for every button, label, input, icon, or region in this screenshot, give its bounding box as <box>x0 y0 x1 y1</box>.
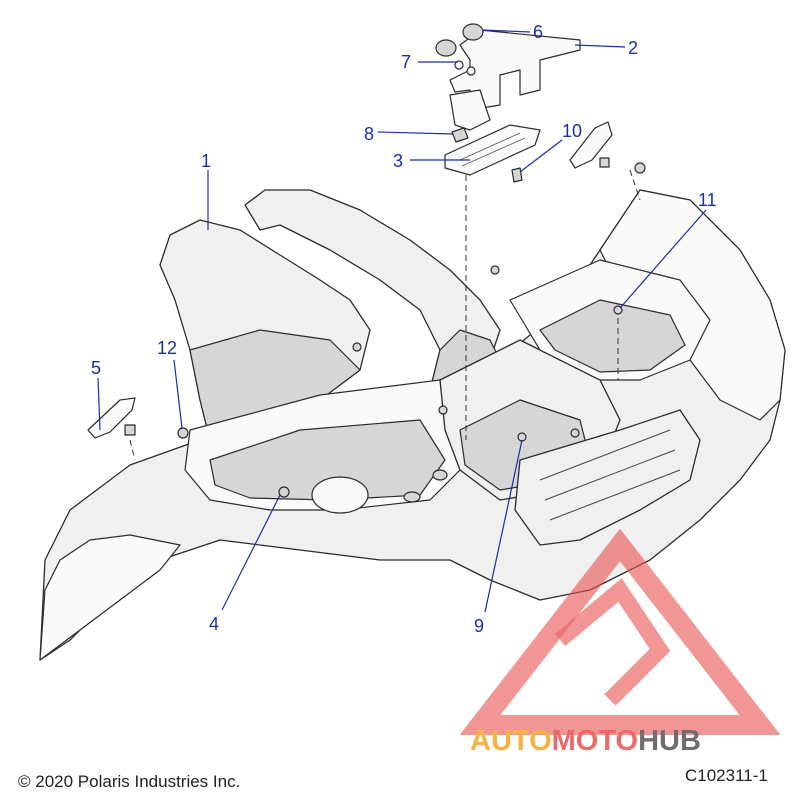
callout-11: 11 <box>698 190 717 210</box>
screw-right-top <box>634 162 646 174</box>
fender-left-curl <box>39 534 181 661</box>
screw-4 <box>278 486 290 498</box>
tray-cover-plate <box>444 124 541 176</box>
automotohub-watermark: AUTOMOTOHUB <box>459 528 781 757</box>
callout-9: 9 <box>474 616 484 636</box>
rubber-bumper-left <box>435 39 457 57</box>
rail-line-2 <box>544 449 676 501</box>
mount-bracket <box>449 29 581 111</box>
watermark-word-auto: AUTO <box>470 725 552 757</box>
bracket-screw-1 <box>454 60 464 70</box>
leader-5 <box>97 377 101 431</box>
leader-6 <box>482 29 531 33</box>
svg-text:AUTOMOTOHUB: AUTOMOTOHUB <box>470 725 701 757</box>
callout-10: 10 <box>562 121 582 141</box>
screw-center-top <box>490 265 500 275</box>
left-hook-fastener <box>124 424 136 436</box>
rail-line-1 <box>539 429 671 481</box>
grommet-left <box>403 491 421 503</box>
callout-1: 1 <box>201 151 211 171</box>
right-lower-rail <box>514 409 701 546</box>
callout-12: 12 <box>157 338 177 358</box>
leader-lines <box>97 29 707 613</box>
leader-10 <box>519 139 563 173</box>
callout-3: 3 <box>393 151 403 171</box>
storage-box-right-floor <box>539 299 686 373</box>
leader-9 <box>484 439 523 613</box>
watermark-inner-mark <box>554 578 671 706</box>
rubber-bumper-right <box>462 23 484 41</box>
screw-9 <box>517 432 527 442</box>
watermark-word-hub: HUB <box>638 725 701 757</box>
screw-left-upper <box>352 342 362 352</box>
bracket-assembly <box>435 23 581 183</box>
grommet-center <box>432 469 448 481</box>
callout-5: 5 <box>91 358 101 378</box>
callout-8: 8 <box>364 124 374 144</box>
callout-4: 4 <box>209 614 219 634</box>
screw-center <box>438 405 448 415</box>
latch-clip <box>451 127 469 143</box>
leader-2 <box>574 44 626 48</box>
callout-6: 6 <box>533 22 543 42</box>
right-hook-fastener <box>599 157 610 168</box>
leader-11 <box>619 209 707 309</box>
assembly-line-left-hook <box>129 439 136 461</box>
callout-2: 2 <box>628 38 638 58</box>
copyright-text: © 2020 Polaris Industries Inc. <box>18 772 240 791</box>
callout-7: 7 <box>401 52 411 72</box>
figure-id: C102311-1 <box>685 766 768 785</box>
bracket-lower-tab <box>449 89 491 131</box>
push-rivet <box>511 167 523 183</box>
screw-12 <box>177 427 189 439</box>
screw-right <box>570 428 580 438</box>
right-tie-down-hook <box>569 121 613 169</box>
callout-numbers: 1 2 3 4 5 6 7 8 9 10 11 12 <box>91 22 717 636</box>
tray-dome <box>311 476 369 514</box>
leader-4 <box>221 494 281 611</box>
leader-12 <box>173 359 183 429</box>
rear-fender-assembly <box>39 189 786 661</box>
bracket-screw-2 <box>466 66 476 76</box>
watermark-word-moto: MOTO <box>552 725 638 757</box>
leader-8 <box>377 131 454 135</box>
watermark-triangle-logo <box>459 528 781 735</box>
cover-rib-2 <box>461 137 526 167</box>
rail-line-3 <box>549 469 681 521</box>
assembly-line-right-hook <box>629 169 641 201</box>
cover-rib-1 <box>459 132 521 161</box>
